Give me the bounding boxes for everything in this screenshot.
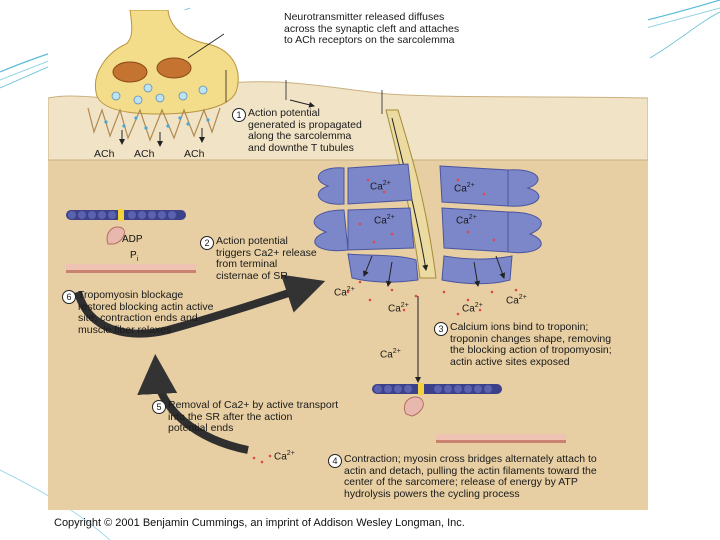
ca-ion-label-8: Ca2+ xyxy=(506,294,527,306)
excitation-contraction-diagram: Neurotransmitter released diffuses acros… xyxy=(48,10,648,510)
step-5-number: 5 xyxy=(152,400,166,414)
ion-charge: 2+ xyxy=(382,180,391,187)
thin-filament-active xyxy=(372,383,566,443)
ion-symbol: Ca xyxy=(462,303,475,315)
ion-symbol: Ca xyxy=(334,287,347,299)
step-4-text: Contraction; myosin cross bridges altern… xyxy=(344,453,597,500)
ach-label-2: ACh xyxy=(134,148,155,160)
ion-charge: 2+ xyxy=(468,214,477,221)
ion-charge: 2+ xyxy=(386,214,395,221)
pi-subscript: i xyxy=(136,256,139,263)
adp-label: ADP xyxy=(122,234,143,245)
ca-ion-label-7: Ca2+ xyxy=(462,302,483,314)
ion-symbol: Ca xyxy=(380,349,393,361)
step-1-number: 1 xyxy=(232,108,246,122)
step-6-number: 6 xyxy=(62,290,76,304)
ion-symbol: Ca xyxy=(374,215,387,227)
ca-ion-label-4: Ca2+ xyxy=(456,214,477,226)
ca-ion-label-6: Ca2+ xyxy=(388,302,409,314)
ion-charge: 2+ xyxy=(286,450,295,457)
top-caption: Neurotransmitter released diffuses acros… xyxy=(284,11,460,46)
ca-ion-label-5: Ca2+ xyxy=(334,286,355,298)
reuptake-arrow xyxy=(137,354,249,454)
ca-ion-label-9: Ca2+ xyxy=(380,348,401,360)
ion-charge: 2+ xyxy=(346,286,355,293)
ca-ion-label-10: Ca2+ xyxy=(274,450,295,462)
junctional-folds xyxy=(87,107,221,142)
ion-symbol: Ca xyxy=(506,295,519,307)
ach-label-1: ACh xyxy=(94,148,115,160)
ion-symbol: Ca xyxy=(454,183,467,195)
diagram-art xyxy=(48,10,648,510)
ach-label-3: ACh xyxy=(184,148,205,160)
step-3-number: 3 xyxy=(434,322,448,336)
ion-symbol: Ca xyxy=(370,181,383,193)
step-2-text: Action potential triggers Ca2+ release f… xyxy=(216,235,317,282)
ion-charge: 2+ xyxy=(400,302,409,309)
sarcoplasmic-reticulum-right xyxy=(439,165,542,285)
ca-ion-label-2: Ca2+ xyxy=(374,214,395,226)
step-4-number: 4 xyxy=(328,454,342,468)
thin-filament-relaxed xyxy=(66,209,196,273)
ion-symbol: Ca xyxy=(274,451,287,463)
ion-charge: 2+ xyxy=(474,302,483,309)
step-2-number: 2 xyxy=(200,236,214,250)
copyright-notice: Copyright © 2001 Benjamin Cummings, an i… xyxy=(54,517,465,529)
ion-charge: 2+ xyxy=(518,294,527,301)
ion-symbol: Ca xyxy=(456,215,469,227)
step-3-text: Calcium ions bind to troponin; troponin … xyxy=(450,321,612,368)
ca-ion-label-1: Ca2+ xyxy=(370,180,391,192)
ion-charge: 2+ xyxy=(466,182,475,189)
step-6-text: Tropomyosin blockage restored blocking a… xyxy=(78,289,214,336)
step-5-text: Removal of Ca2+ by active transport into… xyxy=(168,399,339,434)
relaxation-arrow xyxy=(74,274,326,338)
step-1-text: Action potential generated is propagated… xyxy=(248,107,362,154)
pi-label: Pi xyxy=(130,250,138,263)
pi-letter: P xyxy=(130,250,137,261)
ion-symbol: Ca xyxy=(388,303,401,315)
ion-charge: 2+ xyxy=(392,348,401,355)
ca-ion-label-3: Ca2+ xyxy=(454,182,475,194)
